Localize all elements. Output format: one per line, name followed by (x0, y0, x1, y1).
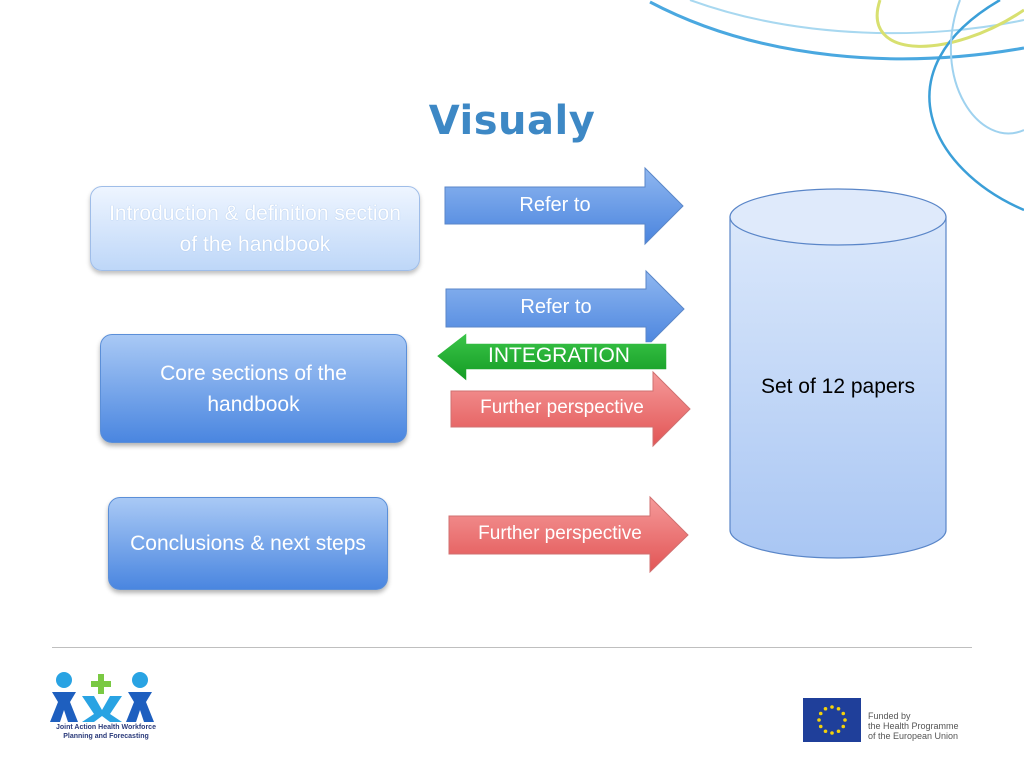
eu-funding-text: Funded by the Health Programme of the Eu… (868, 711, 959, 741)
eu-text-line-1: Funded by (868, 711, 911, 721)
further-perspective-label-2: Further perspective (478, 523, 642, 544)
eu-star (830, 731, 834, 735)
conclusions-label: Conclusions & next steps (130, 532, 366, 555)
intro-definition-label: Introduction & definition section of the… (109, 201, 401, 256)
page-title: Visualy (428, 98, 596, 144)
footer-divider (52, 647, 972, 648)
further-perspective-label-1: Further perspective (480, 397, 644, 418)
intro-definition-box: Introduction & definition section of the… (90, 186, 420, 271)
integration-label: INTEGRATION (488, 344, 630, 367)
eu-text-line-3: of the European Union (868, 731, 959, 741)
eu-star (836, 729, 841, 734)
eu-flag-icon (803, 698, 861, 742)
joint-action-figures-logo (50, 672, 154, 722)
core-sections-box: Core sections of the handbook (100, 334, 407, 443)
eu-text-line-2: the Health Programme (868, 721, 959, 731)
core-sections-label: Core sections of the handbook (160, 361, 347, 416)
left-logo-caption: Joint Action Health Workforce Planning a… (56, 724, 156, 740)
refer-to-label-2: Refer to (520, 296, 592, 318)
eu-star (841, 724, 846, 729)
cylinder-label: Set of 12 papers (760, 375, 916, 398)
papers-cylinder (729, 188, 947, 559)
eu-star (836, 706, 841, 711)
eu-star (818, 711, 823, 716)
eu-star (817, 718, 821, 722)
eu-star (841, 711, 846, 716)
eu-star (823, 706, 828, 711)
eu-star (830, 705, 834, 709)
conclusions-box: Conclusions & next steps (108, 497, 388, 590)
eu-star (843, 718, 847, 722)
eu-star (818, 724, 823, 729)
eu-star (823, 729, 828, 734)
refer-to-label-1: Refer to (519, 194, 591, 216)
